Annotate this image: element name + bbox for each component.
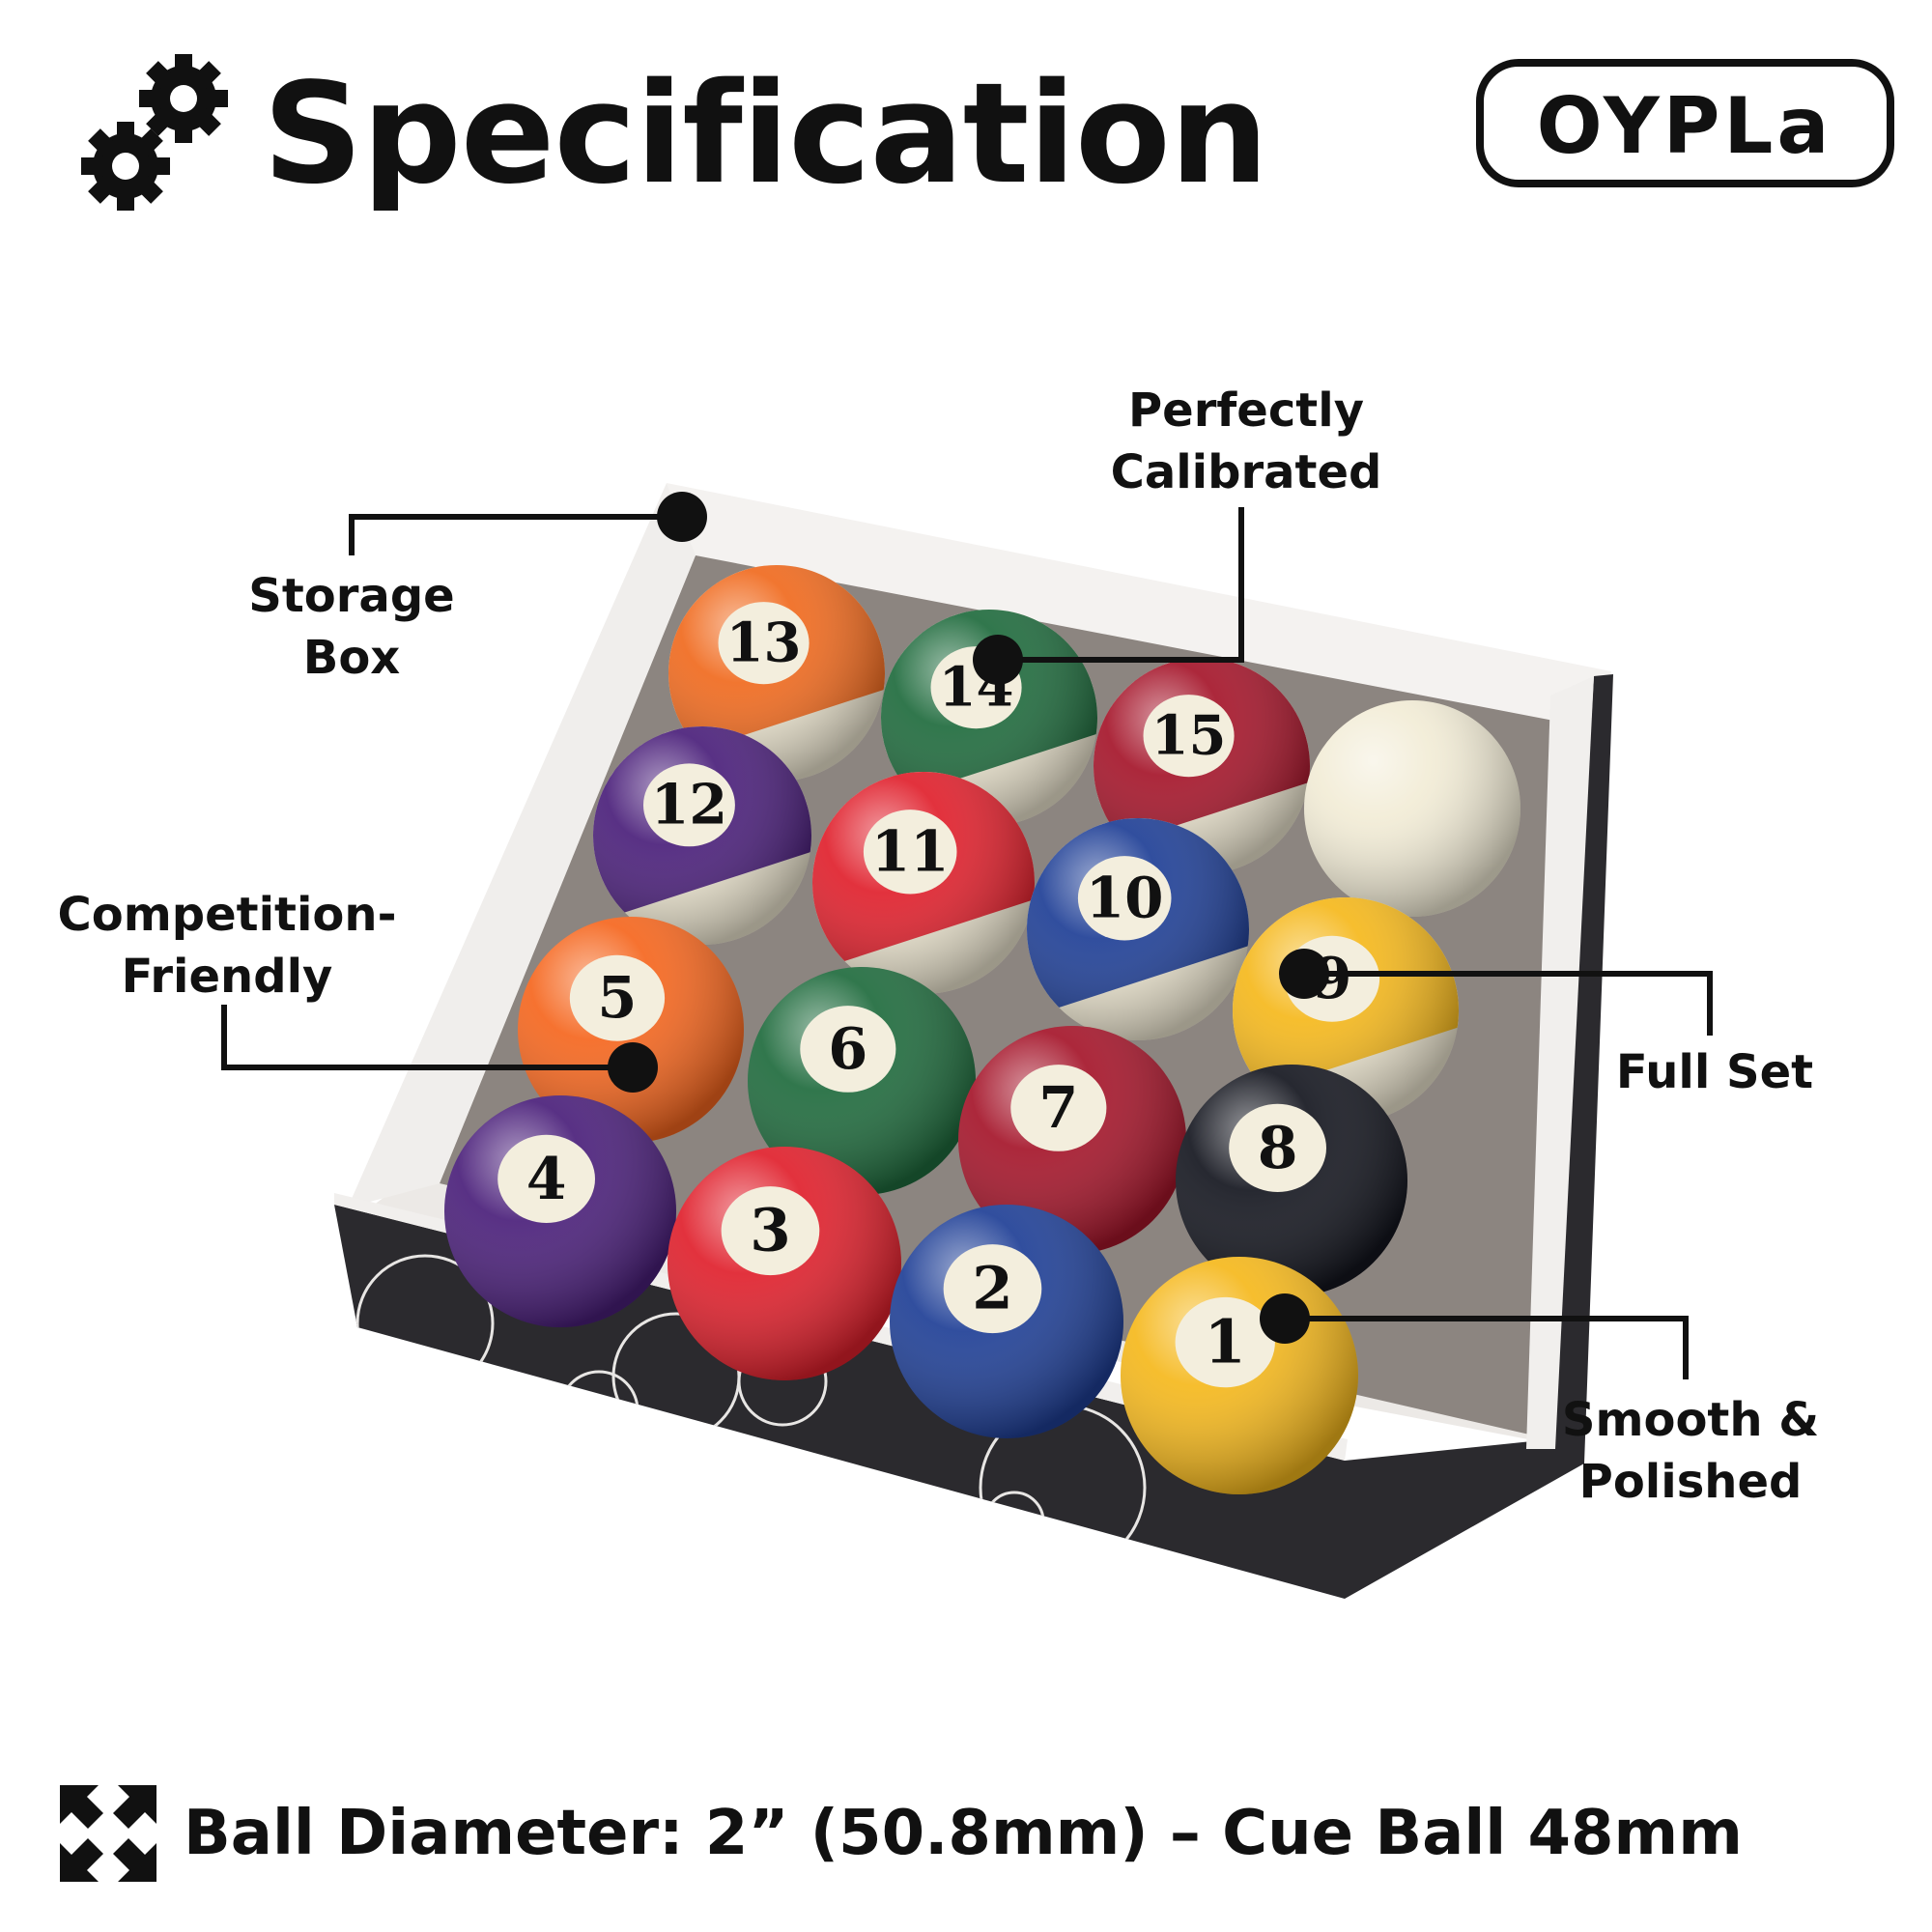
ball-number: 6 xyxy=(828,1015,867,1082)
callout-storage-box: Storage Box xyxy=(228,565,475,689)
storage-box-dot xyxy=(657,492,707,542)
ball-number: 4 xyxy=(526,1146,567,1213)
callout-dots xyxy=(608,492,1329,1344)
pool-ball-7: 7 xyxy=(958,1026,1186,1254)
pool-ball-2: 2 xyxy=(890,1205,1123,1438)
pool-ball-4: 4 xyxy=(444,1095,676,1327)
ball-number: 1 xyxy=(1205,1306,1246,1377)
pool-ball-1: 1 xyxy=(1121,1257,1358,1494)
ball-number: 10 xyxy=(1086,865,1164,930)
gears-icon xyxy=(79,48,234,217)
ball-number: 13 xyxy=(726,611,802,675)
callout-line-1: Competition- xyxy=(57,888,397,942)
pool-ball-5: 5 xyxy=(518,917,744,1143)
pool-ball-10: 10 xyxy=(998,789,1260,1040)
pool-ball-6: 6 xyxy=(748,967,976,1195)
full-set-dot xyxy=(1279,949,1329,999)
callout-line-2: Polished xyxy=(1578,1455,1803,1509)
page-title: Specification xyxy=(263,52,1268,214)
expand-arrows-icon xyxy=(60,1785,156,1882)
smooth-polished-dot xyxy=(1260,1293,1310,1344)
callout-full-set: Full Set xyxy=(1604,1041,1826,1103)
competition-friendly-leader xyxy=(221,1005,633,1070)
ball-number: 11 xyxy=(871,818,950,884)
brand-logo: OYPLa xyxy=(1475,58,1895,188)
storage-box-leader xyxy=(349,514,682,555)
callout-line-1: Perfectly xyxy=(1128,384,1364,438)
ball-number: 12 xyxy=(651,773,727,838)
ball-number: 7 xyxy=(1038,1074,1078,1141)
callout-line-1: Full Set xyxy=(1615,1045,1814,1099)
callout-line-2: Friendly xyxy=(121,950,333,1004)
pool-ball-8: 8 xyxy=(1176,1065,1407,1296)
callout-line-1: Smooth & xyxy=(1561,1393,1820,1447)
callout-lines xyxy=(221,507,1713,1379)
ball-number: 2 xyxy=(972,1255,1012,1323)
pool-ball-cue xyxy=(1304,700,1520,917)
callout-line-2: Box xyxy=(302,631,401,685)
ball-number: 5 xyxy=(597,964,637,1031)
callout-line-2: Calibrated xyxy=(1110,445,1382,499)
callout-competition-friendly: Competition- Friendly xyxy=(43,884,411,1008)
perfectly-calibrated-leader xyxy=(998,507,1244,663)
callout-smooth-polished: Smooth & Polished xyxy=(1546,1389,1835,1513)
ball-number: 8 xyxy=(1258,1115,1298,1182)
competition-friendly-dot xyxy=(608,1042,658,1093)
svg-text:OYPLa: OYPLa xyxy=(1537,81,1833,171)
callout-perfectly-calibrated: Perfectly Calibrated xyxy=(1087,380,1406,503)
ball-number: 3 xyxy=(750,1197,790,1265)
smooth-polished-leader xyxy=(1285,1316,1689,1379)
callout-line-1: Storage xyxy=(248,569,455,623)
pool-ball-3: 3 xyxy=(668,1147,901,1380)
perfectly-calibrated-dot xyxy=(973,635,1023,685)
full-set-leader xyxy=(1304,971,1713,1036)
ball-number: 15 xyxy=(1151,704,1227,768)
ball-diameter-spec: Ball Diameter: 2” (50.8mm) – Cue Ball 48… xyxy=(184,1798,1743,1869)
pool-ball-11: 11 xyxy=(783,743,1045,994)
